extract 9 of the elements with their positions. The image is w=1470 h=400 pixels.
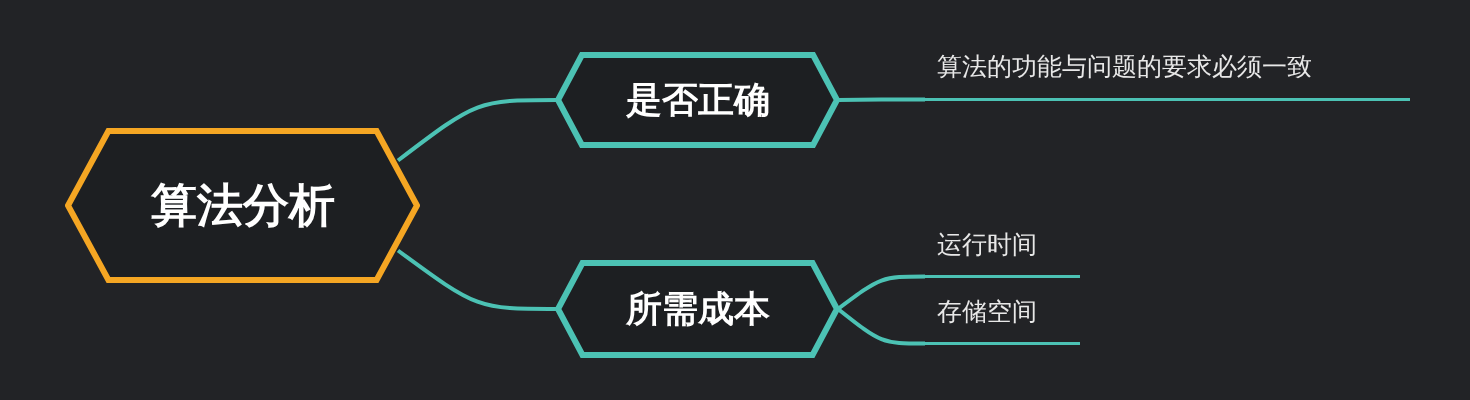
- connector-line: [396, 248, 557, 311]
- topic-label: 算法的功能与问题的要求必须一致: [925, 50, 1410, 101]
- connector-line: [396, 98, 557, 163]
- topic-label: 运行时间: [925, 228, 1080, 278]
- hexagon-box: 所需成本: [555, 260, 840, 358]
- topic-label: 存储空间: [925, 295, 1080, 345]
- hexagon-box: 算法分析: [65, 128, 420, 283]
- hexagon-box: 是否正确: [555, 52, 840, 148]
- connector-line: [837, 97, 925, 102]
